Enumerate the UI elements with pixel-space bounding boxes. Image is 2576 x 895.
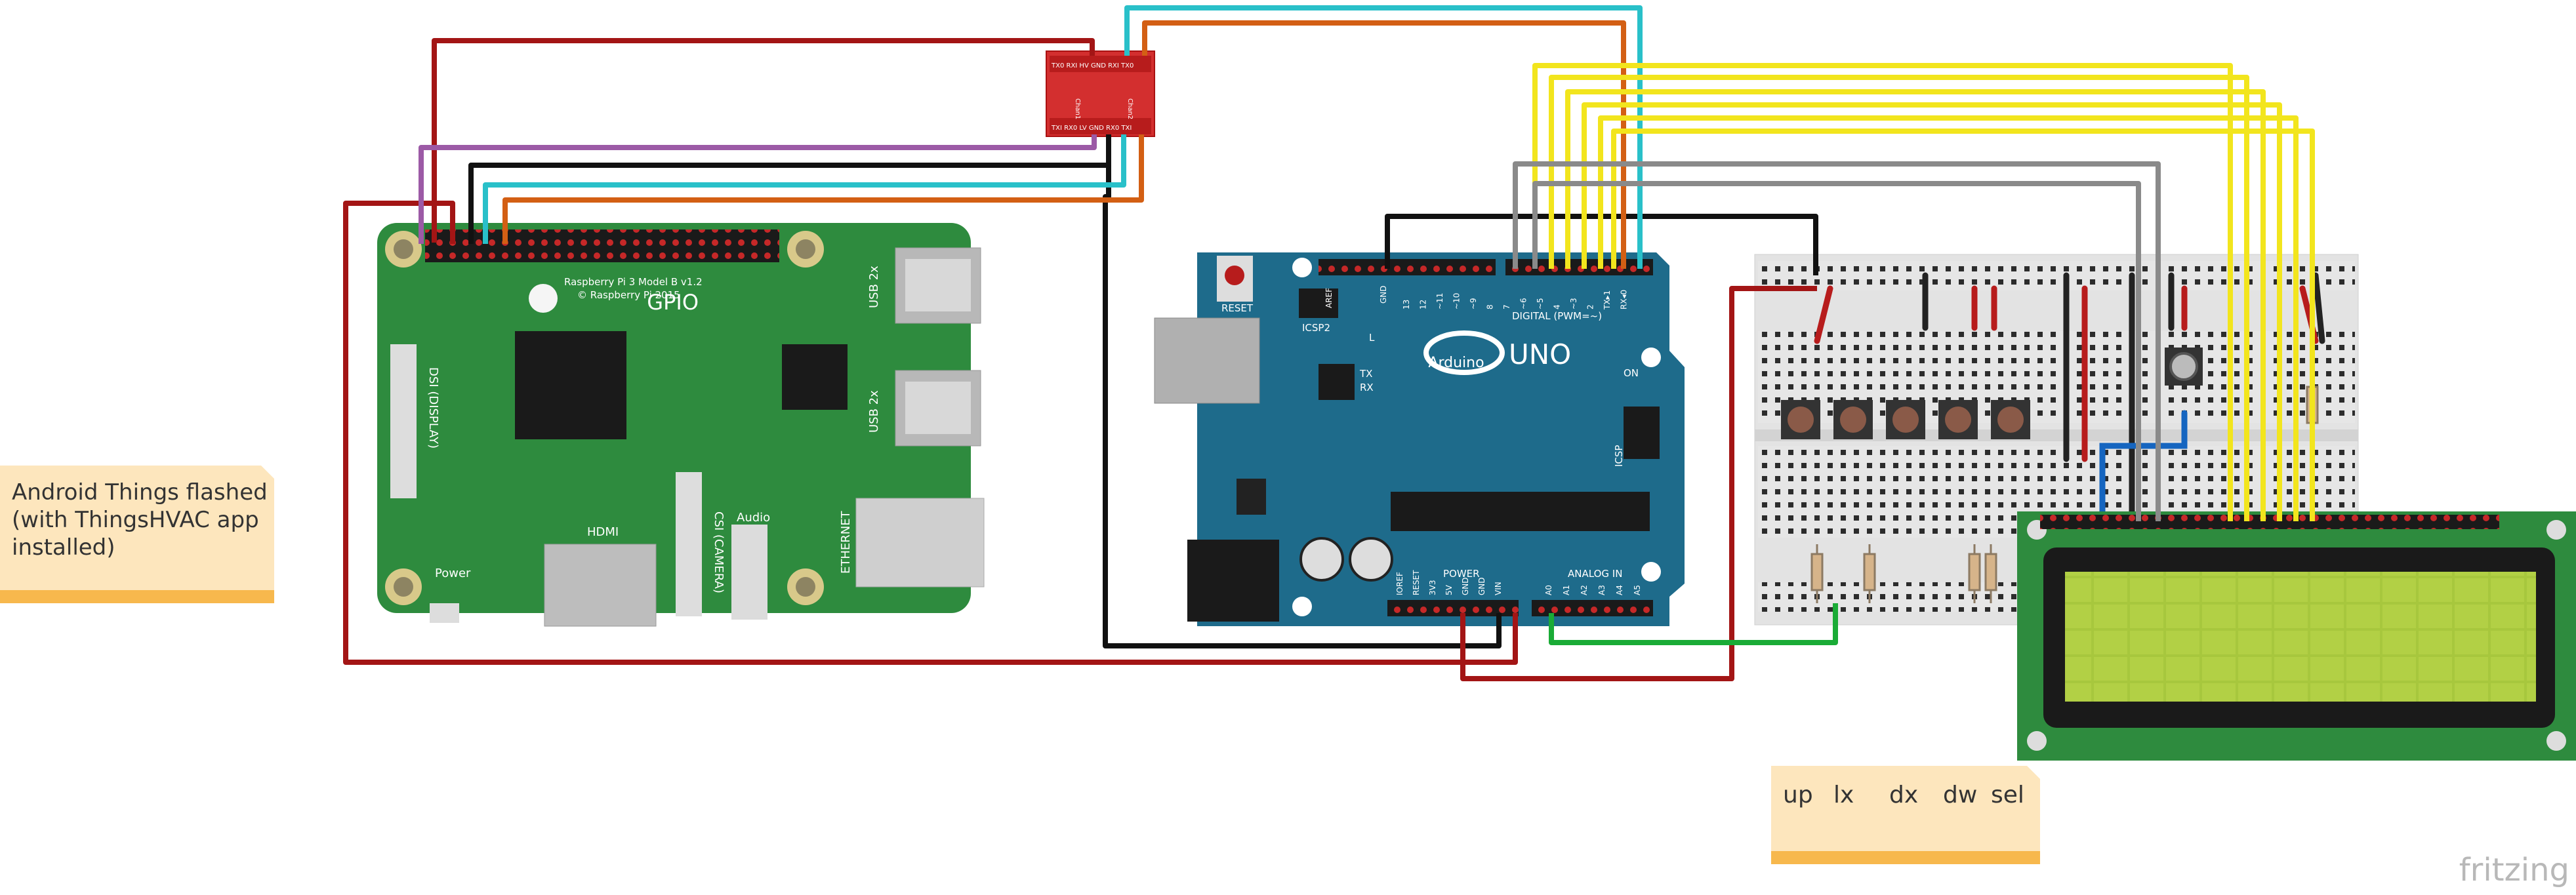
- digital-pin-label-2: ~11: [1435, 293, 1444, 309]
- button-label-sel: sel: [1991, 782, 2024, 808]
- shifter-chan1: Chan1: [1074, 98, 1081, 119]
- arduino-aref-label: AREF: [1324, 288, 1334, 308]
- arduino-rx-label: RX: [1360, 382, 1374, 393]
- digital-pin-label-7: ~6: [1519, 298, 1528, 309]
- digital-pin-label-12: TX▸1: [1603, 290, 1612, 310]
- note-android-text: Android Things flashed (with ThingsHVAC …: [12, 479, 268, 561]
- digital-pin-label-9: 4: [1553, 304, 1562, 309]
- analog-pin-label-0: A0: [1544, 585, 1553, 595]
- arduino-analog-pin-labels: A0 A1 A2 A3 A4 A5: [1544, 585, 1642, 595]
- breadboard: [1754, 254, 2359, 626]
- button-label-up: up: [1783, 782, 1813, 808]
- rpi-csi-label: CSI (CAMERA): [712, 511, 726, 593]
- analog-pin-label-1: A1: [1562, 585, 1571, 595]
- digital-pin-label-1: 12: [1419, 300, 1428, 309]
- shifter-top-pins: TX0 RXI HV GND RXI TX0: [1051, 62, 1134, 70]
- rpi-hdmi-label: HDMI: [587, 525, 619, 539]
- arduino-uno: Arduino UNO RESET ICSP2 ICSP L TX RX ON …: [1154, 252, 1685, 626]
- power-pin-label-3: 5V: [1444, 584, 1454, 595]
- arduino-digital-pin-labels: 13 12 ~11 ~10 ~9 8 7 ~6 ~5 4 ~3 2 TX▸1 RX◂0: [1402, 290, 1629, 310]
- digital-pin-label-4: ~9: [1469, 298, 1478, 309]
- digital-pin-label-8: ~5: [1536, 298, 1545, 309]
- rpi-copyright: © Raspberry Pi 2015: [577, 289, 680, 301]
- arduino-icsp2-label: ICSP2: [1302, 322, 1330, 334]
- button-label-dw: dw: [1943, 782, 1978, 808]
- power-pin-label-5: GND: [1477, 577, 1486, 595]
- arduino-icsp-label: ICSP: [1613, 445, 1625, 467]
- rpi-title: Raspberry Pi 3 Model B v1.2: [564, 276, 703, 288]
- rpi-power-label: Power: [435, 567, 471, 580]
- digital-pin-label-13: RX◂0: [1620, 290, 1629, 309]
- arduino-power-label: POWER: [1443, 568, 1480, 580]
- rpi-usb2-label: USB 2x: [867, 390, 881, 433]
- rpi-usb1-label: USB 2x: [867, 266, 881, 308]
- digital-pin-label-6: 7: [1502, 304, 1511, 309]
- logic-level-converter: TX0 RXI HV GND RXI TX0 TXI RX0 LV GND RX…: [1046, 50, 1155, 137]
- digital-pin-label-3: ~10: [1452, 293, 1462, 309]
- button-label-lx: lx: [1833, 782, 1854, 808]
- rpi-gpio-label: GPIO: [647, 290, 699, 315]
- raspberry-pi: GPIO Raspberry Pi 3 Model B v1.2 © Raspb…: [377, 223, 985, 627]
- digital-pin-label-5: 8: [1486, 304, 1495, 309]
- arduino-tx-label: TX: [1359, 368, 1372, 380]
- arduino-power-pin-labels: IOREF RESET 3V3 5V GND GND VIN: [1395, 570, 1503, 595]
- breadboard-jumpers: [1814, 272, 2325, 528]
- rpi-audio-label: Audio: [737, 511, 770, 525]
- lcd-display: [2017, 511, 2576, 761]
- arduino-digital-label: DIGITAL (PWM=~): [1512, 310, 1602, 322]
- shifter-bottom-pins: TXI RX0 LV GND RX0 TXI: [1051, 125, 1132, 132]
- push-buttons: [1781, 400, 2030, 439]
- shifter-chan2: Chan2: [1126, 98, 1134, 119]
- digital-pin-label-11: 2: [1586, 304, 1595, 309]
- analog-pin-label-4: A4: [1615, 585, 1624, 595]
- arduino-on-label: ON: [1624, 367, 1639, 379]
- arduino-l-label: L: [1369, 332, 1375, 344]
- button-label-dx: dx: [1889, 782, 1919, 808]
- analog-pin-label-2: A2: [1580, 585, 1589, 595]
- note-button-labels: up lx dx dw sel: [1771, 766, 2040, 864]
- arduino-brand: Arduino: [1428, 355, 1484, 371]
- arduino-model: UNO: [1509, 338, 1571, 370]
- rpi-dsi-label: DSI (DISPLAY): [426, 367, 440, 448]
- fritzing-watermark: fritzing: [2459, 852, 2569, 888]
- analog-pin-label-5: A5: [1633, 585, 1642, 595]
- arduino-analog-label: ANALOG IN: [1568, 568, 1622, 580]
- power-pin-label-1: RESET: [1412, 570, 1421, 595]
- wires: [343, 5, 2315, 681]
- digital-pin-label-0: 13: [1402, 300, 1411, 309]
- power-pin-label-0: IOREF: [1395, 572, 1404, 595]
- rpi-ethernet-label: ETHERNET: [839, 510, 853, 574]
- digital-pin-label-10: ~3: [1569, 298, 1578, 309]
- power-pin-label-6: VIN: [1494, 582, 1503, 595]
- arduino-gnd-label: GND: [1379, 285, 1388, 304]
- potentiometer: [2165, 348, 2203, 386]
- power-pin-label-4: GND: [1461, 577, 1470, 595]
- analog-pin-label-3: A3: [1597, 585, 1606, 595]
- power-pin-label-2: 3V3: [1428, 580, 1437, 595]
- arduino-reset-label: RESET: [1221, 302, 1254, 314]
- note-android-things: Android Things flashed (with ThingsHVAC …: [0, 466, 274, 603]
